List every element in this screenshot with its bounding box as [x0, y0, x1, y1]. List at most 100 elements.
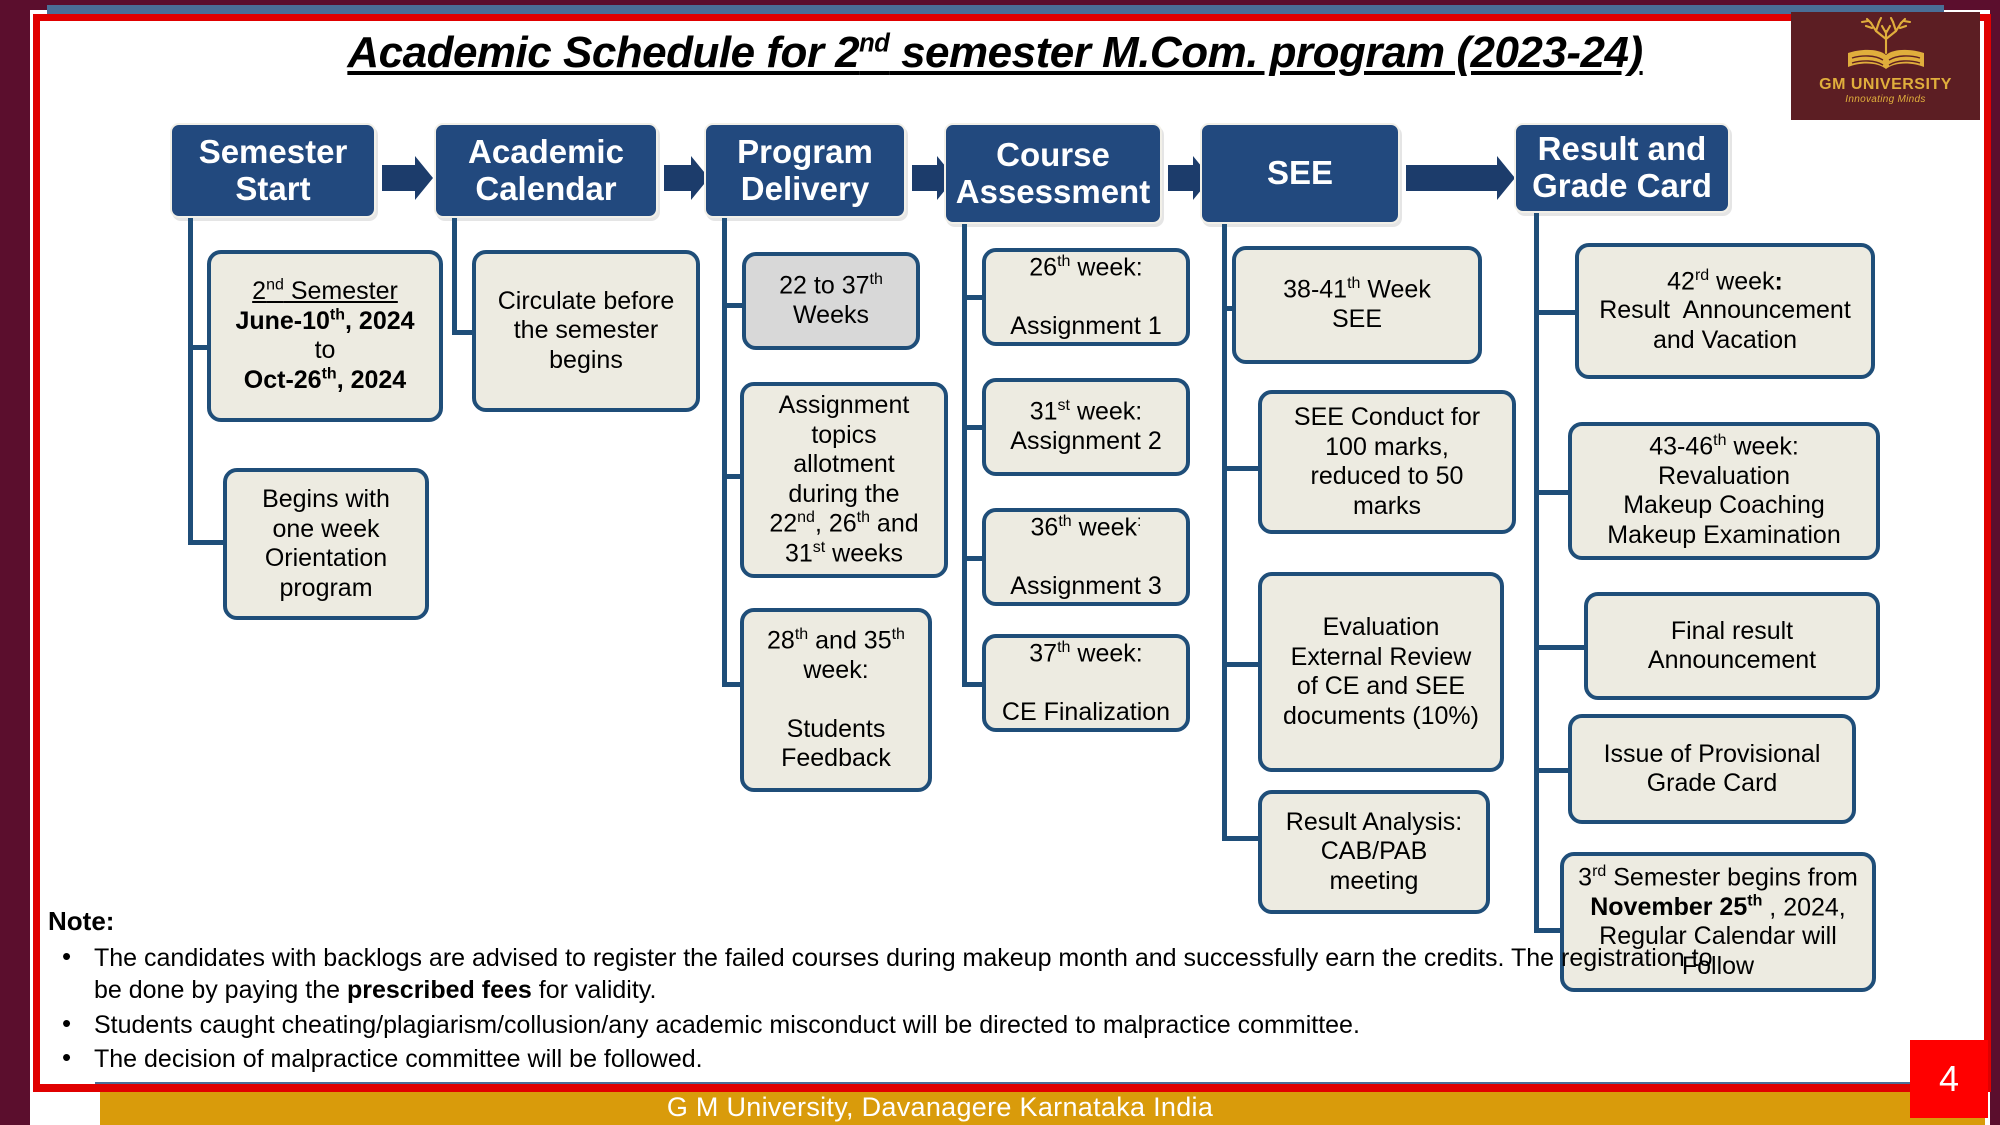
- arrow-1: [382, 156, 433, 200]
- footer-text: G M University, Davanagere Karnataka Ind…: [666, 1091, 1214, 1122]
- arrow-2: [664, 156, 709, 200]
- title-suffix: semester M.Com. program (2023-24): [889, 28, 1643, 77]
- connector-hline-col1-a: [188, 345, 212, 350]
- connector-hline-col2-a: [452, 330, 474, 335]
- connector-hline-col5-c: [1222, 662, 1258, 667]
- stage-label-line2: Calendar: [475, 169, 617, 207]
- stage-label-line1: Program: [737, 132, 873, 170]
- connector-hline-col6-d: [1534, 768, 1578, 773]
- note-title: Note:: [48, 906, 115, 936]
- tree-book-icon: [1847, 17, 1924, 69]
- detail-text: 31st week:Assignment 2: [1010, 397, 1162, 456]
- stage-label-line1: SEE: [1266, 154, 1334, 192]
- stage-label-line1: Academic: [468, 132, 624, 170]
- note-list: The candidates with backlogs are advised…: [48, 940, 1728, 1076]
- detail-text: 37th week:CE Finalization: [1001, 638, 1171, 726]
- detail-ce-finalization: 37th week:CE Finalization: [982, 634, 1190, 732]
- stage-label-line2: Start: [235, 169, 311, 207]
- arrow-3: [912, 156, 955, 200]
- connector-hline-col3-a: [722, 303, 746, 308]
- footer-band-gold: [100, 1089, 1985, 1125]
- detail-assignment-1: 26th week:Assignment 1: [982, 248, 1190, 346]
- detail-assignment-2: 31st week:Assignment 2: [982, 378, 1190, 476]
- connector-hline-col4-c: [962, 556, 984, 561]
- connector-hline-col1-b: [188, 540, 224, 545]
- connector-hline-col6-a: [1534, 310, 1578, 315]
- stage-label-line2: Assessment: [955, 172, 1151, 210]
- footer-band-red: [33, 1084, 1991, 1092]
- stage-label-line2: Delivery: [740, 169, 870, 207]
- university-logo: GM UNIVERSITY Innovating Minds: [1791, 12, 1980, 120]
- connector-hline-col5-d: [1222, 836, 1258, 841]
- arrow-5: [1406, 156, 1515, 200]
- frame-right-red: [1984, 14, 1991, 1089]
- stage-label-line1: Result and: [1537, 130, 1707, 168]
- frame-top-blue: [47, 5, 1944, 15]
- connector-hline-col4-d: [962, 682, 984, 687]
- frame-top-red: [33, 14, 1991, 21]
- logo-university-name: GM UNIVERSITY: [1819, 76, 1952, 93]
- stage-label-line2: Grade Card: [1532, 167, 1712, 204]
- connector-vline-col4: [962, 224, 967, 684]
- note-item: The decision of malpractice committee wi…: [48, 1041, 1728, 1076]
- detail-text: 26th week:Assignment 1: [1010, 252, 1162, 340]
- frame-left-maroon: [0, 0, 30, 1125]
- stage-see[interactable]: SEE: [1200, 123, 1400, 224]
- connector-hline-col4-a: [962, 295, 984, 300]
- connector-vline-col6: [1534, 213, 1539, 933]
- connector-hline-col5-b: [1222, 466, 1262, 471]
- connector-hline-col6-c: [1534, 645, 1586, 650]
- connector-hline-col6-e: [1534, 928, 1566, 933]
- detail-assignment-3: 36th week:Assignment 3: [982, 508, 1190, 606]
- note-block: Note: The candidates with backlogs are a…: [48, 905, 1728, 1078]
- frame-left-red: [33, 14, 40, 1089]
- connector-vline-col1: [188, 218, 193, 544]
- note-item: Students caught cheating/plagiarism/coll…: [48, 1007, 1728, 1042]
- logo-tagline: Innovating Minds: [1845, 94, 1926, 105]
- arrow-4: [1168, 156, 1211, 200]
- connector-vline-col2: [452, 218, 457, 332]
- connector-hline-col6-b: [1534, 490, 1578, 495]
- stage-label-line1: Semester: [198, 132, 348, 170]
- connector-vline-col3: [722, 218, 727, 684]
- connector-hline-col3-c: [722, 682, 744, 687]
- note-item: The candidates with backlogs are advised…: [48, 940, 1728, 1007]
- connector-hline-col3-b: [722, 474, 742, 479]
- connector-hline-col4-b: [962, 425, 984, 430]
- title-prefix: Academic Schedule for 2: [347, 28, 860, 77]
- frame-right-maroon: [1990, 0, 2000, 1125]
